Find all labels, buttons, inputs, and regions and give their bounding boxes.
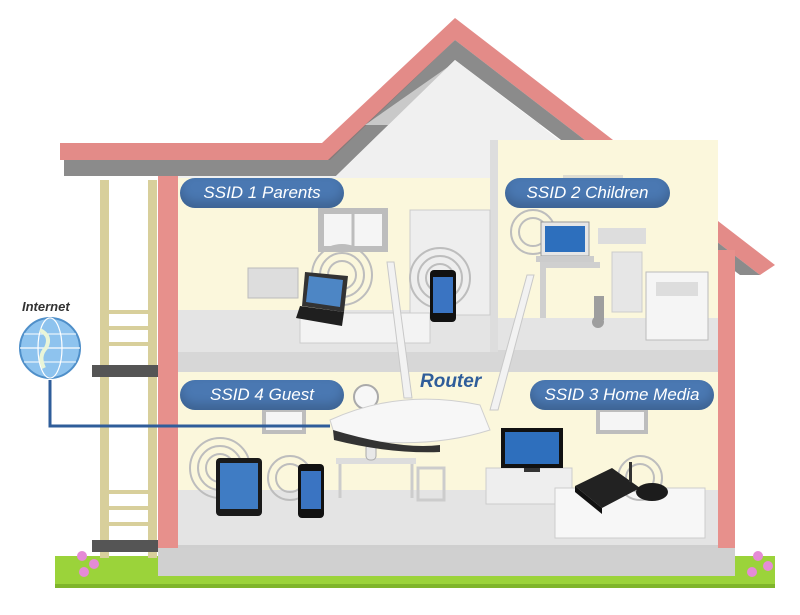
- internet-label: Internet: [22, 299, 70, 314]
- ssid-4-badge: SSID 4 Guest: [180, 380, 344, 410]
- upstairs-furniture: [247, 175, 709, 344]
- tv-icon: [501, 428, 563, 472]
- smartphone-icon-guest: [298, 464, 324, 518]
- balcony: [92, 180, 162, 558]
- downstairs-furniture: [262, 384, 706, 539]
- ssid-2-label: SSID 2 Children: [526, 183, 649, 202]
- smartphone-icon: [430, 270, 456, 322]
- laptop-icon: [296, 272, 348, 326]
- ssid-3-badge: SSID 3 Home Media: [530, 380, 714, 410]
- globe-icon: [19, 317, 81, 379]
- game-console-icon: [575, 462, 668, 514]
- ssid-3-label: SSID 3 Home Media: [544, 385, 700, 404]
- ssid-1-badge: SSID 1 Parents: [180, 178, 344, 208]
- internet-cable: [48, 380, 330, 428]
- monitor-icon: [536, 221, 594, 262]
- router-label: Router: [420, 371, 482, 392]
- router-icon: [329, 261, 535, 453]
- ssid-2-badge: SSID 2 Children: [505, 178, 670, 208]
- flower-icon: [77, 551, 773, 577]
- ssid-4-label: SSID 4 Guest: [210, 385, 314, 404]
- ssid-1-label: SSID 1 Parents: [203, 183, 321, 202]
- tablet-icon: [216, 458, 262, 516]
